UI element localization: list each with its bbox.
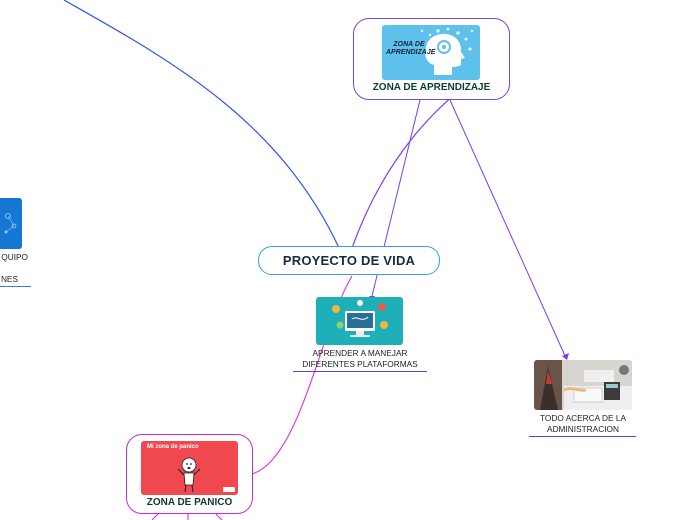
equipo-line-1: QUIPO (1, 252, 28, 262)
topic-zona-panico[interactable]: Mi zona de panico ZONA DE PANICO (126, 434, 253, 514)
administracion-line-1: TODO ACERCA DE LA (539, 413, 627, 423)
arrowhead-administracion (562, 353, 569, 360)
aprendizaje-image-text: ZONA DE APRENDIZAJE (386, 41, 436, 56)
aprendizaje-image: ZONA DE APRENDIZAJE (382, 25, 480, 80)
administracion-underline (529, 436, 636, 437)
topic-zona-aprendizaje[interactable]: ZONA DE APRENDIZAJE ZONA DE APRENDIZAJE (353, 18, 510, 100)
central-topic[interactable]: PROYECTO DE VIDA (258, 246, 440, 275)
equipo-image (0, 198, 22, 249)
head-brain-icon (420, 27, 474, 75)
plataformas-line-2: DIFERENTES PLATAFORMAS (302, 359, 418, 369)
link-panico-child-1 (151, 513, 159, 520)
plataformas-line-1: APRENDER A MANEJAR (312, 348, 408, 358)
panico-title: ZONA DE PANICO (146, 497, 233, 508)
central-topic-label: PROYECTO DE VIDA (282, 253, 416, 268)
plataformas-underline (293, 371, 427, 372)
panico-image: Mi zona de panico (141, 441, 238, 495)
panicked-person-icon (177, 457, 235, 493)
link-offscreen-to-central (63, 0, 341, 251)
administracion-line-2: ADMINISTRACION (547, 424, 619, 434)
computer-platforms-icon (332, 300, 388, 337)
link-panico-child-3 (215, 513, 223, 520)
aprendizaje-title: ZONA DE APRENDIZAJE (372, 82, 491, 93)
office-desk-icon (534, 360, 632, 410)
subtopic-plataformas[interactable]: APRENDER A MANEJAR DIFERENTES PLATAFORMA… (292, 297, 428, 373)
link-aprendizaje-to-administracion (449, 99, 567, 359)
equipo-underline (0, 286, 31, 287)
equipo-line-2: NES (0, 274, 18, 284)
subtopic-equipo-partial[interactable]: QUIPO NES (0, 196, 34, 288)
subtopic-administracion[interactable]: TODO ACERCA DE LA ADMINISTRACION (528, 360, 638, 440)
plataformas-image (316, 297, 403, 345)
team-network-icon (4, 213, 17, 234)
administracion-image (534, 360, 632, 410)
panico-image-text: Mi zona de panico (147, 444, 199, 450)
